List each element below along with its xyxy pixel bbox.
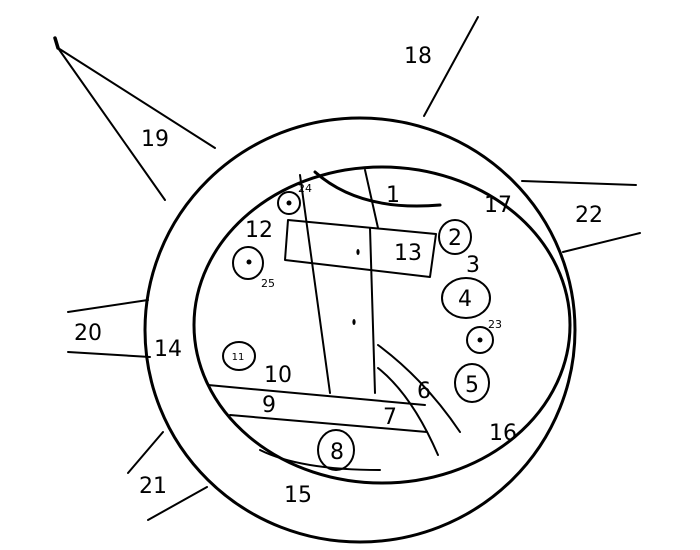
label-18: 18 xyxy=(404,44,432,69)
label-20: 20 xyxy=(74,321,102,346)
region-1-boundary xyxy=(313,170,442,208)
spike-22 xyxy=(521,180,641,253)
spike-19 xyxy=(53,36,216,201)
label-19: 19 xyxy=(141,127,169,152)
label-2: 2 xyxy=(448,226,462,251)
circle-8 xyxy=(317,429,355,471)
circle-4 xyxy=(441,277,491,319)
circle-2 xyxy=(438,219,472,255)
labels: 1 2 3 4 5 6 7 8 9 10 11 12 13 14 15 16 1… xyxy=(74,44,603,508)
label-21: 21 xyxy=(139,474,167,499)
label-11: 11 xyxy=(232,352,245,363)
label-9: 9 xyxy=(262,393,276,418)
label-22: 22 xyxy=(575,203,603,228)
dots xyxy=(352,249,360,325)
label-4: 4 xyxy=(458,287,472,312)
label-14: 14 xyxy=(154,337,182,362)
circle-25 xyxy=(232,246,264,280)
label-3: 3 xyxy=(466,253,480,278)
walkway-lines xyxy=(299,169,379,394)
spike-21 xyxy=(127,431,208,521)
strip-7-lower xyxy=(259,449,381,471)
strip-9 xyxy=(207,384,428,433)
label-13: 13 xyxy=(394,241,422,266)
label-25: 25 xyxy=(261,277,275,290)
label-16: 16 xyxy=(489,421,517,446)
line-18 xyxy=(423,16,479,117)
label-6: 6 xyxy=(417,379,431,404)
label-10: 10 xyxy=(264,363,292,388)
spike-20 xyxy=(67,299,151,358)
label-5: 5 xyxy=(465,373,479,398)
label-8: 8 xyxy=(330,440,344,465)
label-23: 23 xyxy=(488,318,502,331)
outer-ring xyxy=(143,116,577,544)
circle-24 xyxy=(277,191,301,215)
circle-11 xyxy=(222,341,256,371)
label-17: 17 xyxy=(484,193,512,218)
circle-5 xyxy=(454,363,490,403)
rect-13 xyxy=(284,219,437,278)
circle-23 xyxy=(466,326,494,354)
label-7: 7 xyxy=(383,405,397,430)
label-15: 15 xyxy=(284,483,312,508)
label-1: 1 xyxy=(386,183,400,208)
inner-ring xyxy=(192,165,572,485)
label-12: 12 xyxy=(245,218,273,243)
label-24: 24 xyxy=(298,182,312,195)
